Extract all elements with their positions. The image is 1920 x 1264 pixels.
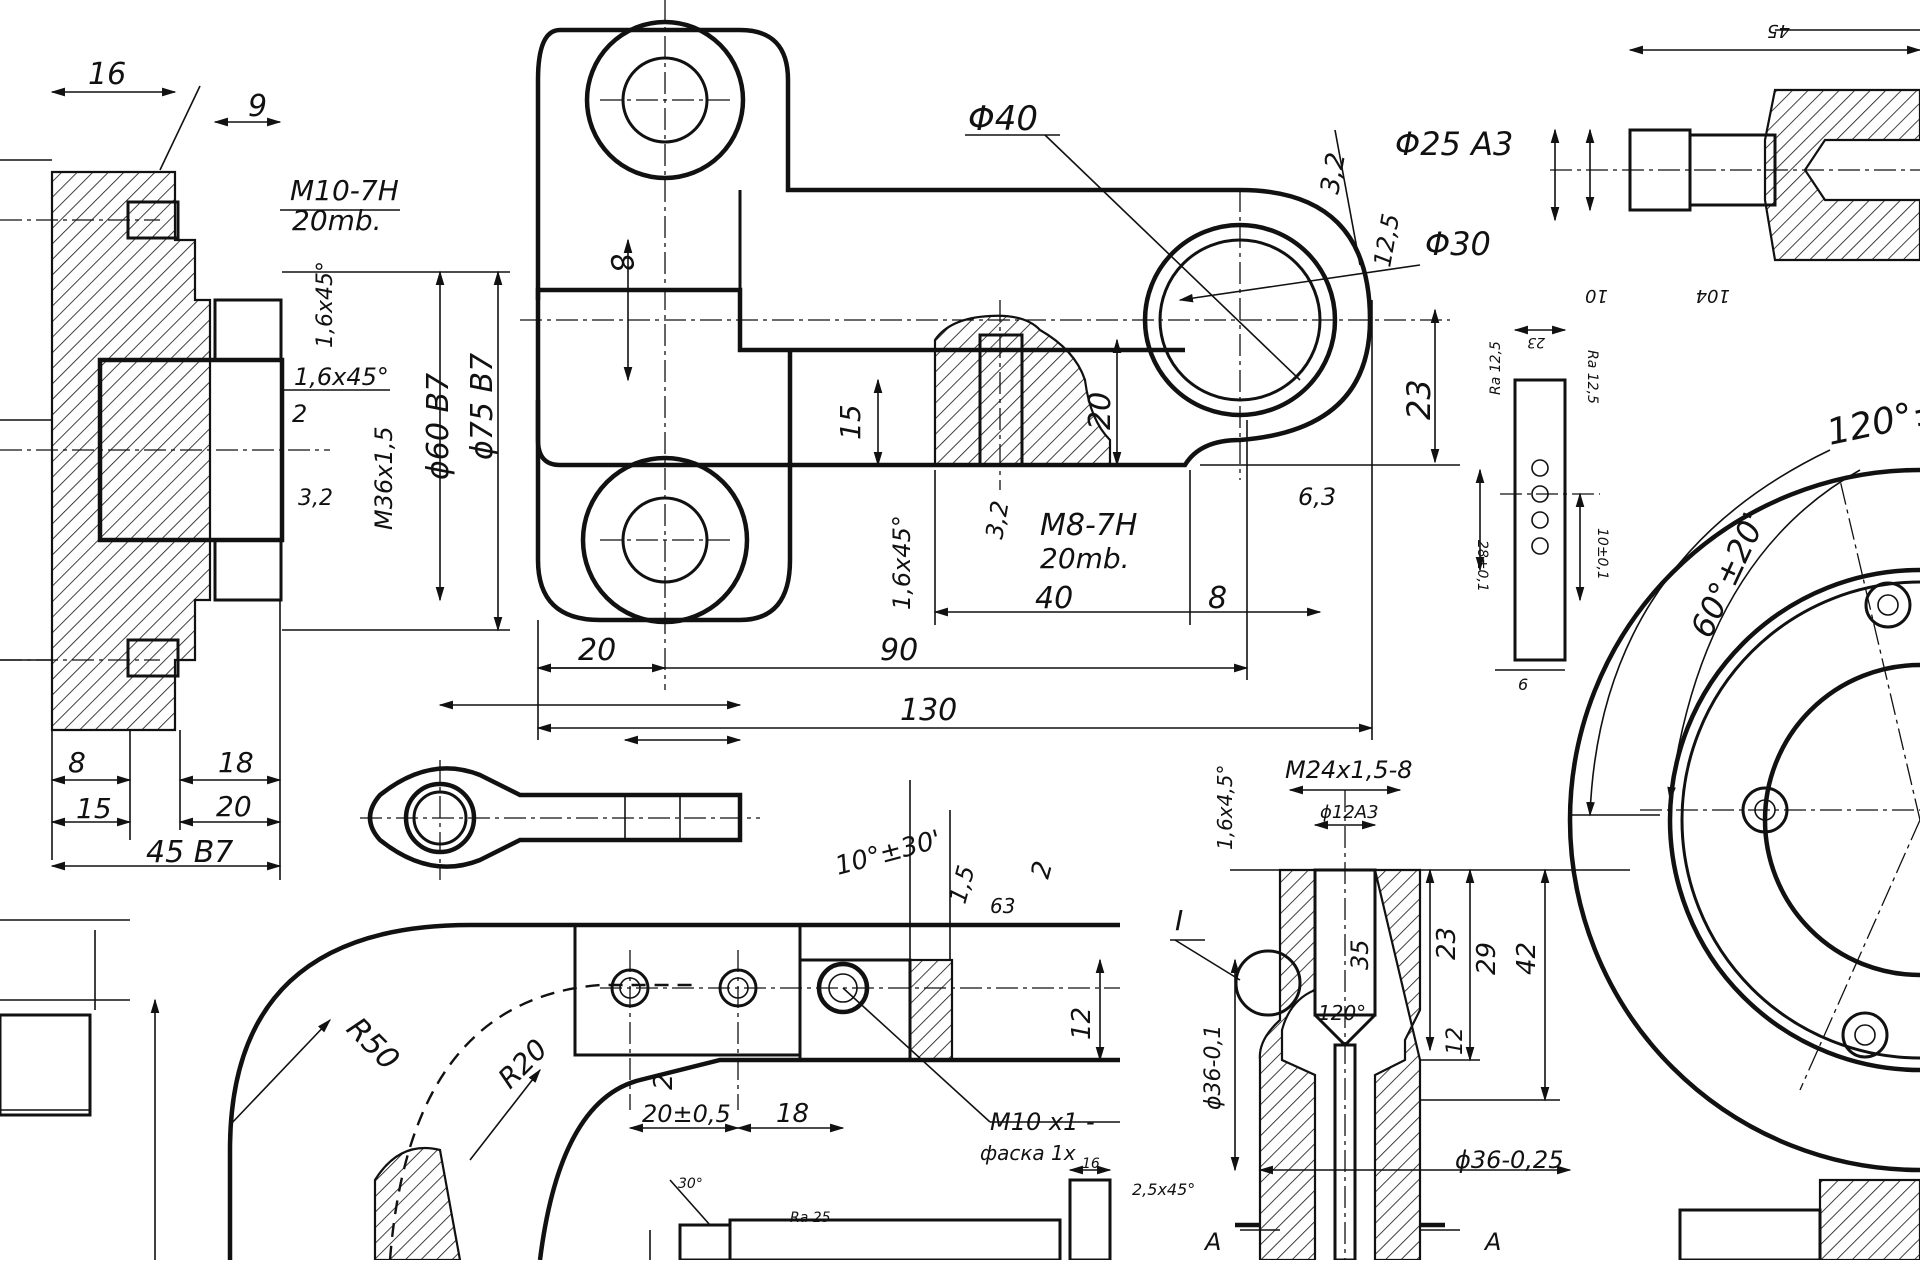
dim-phi12-a3: ϕ12A3 xyxy=(1320,802,1379,823)
dim-20-c: 20 xyxy=(578,633,616,668)
large-flange-part xyxy=(1567,449,1920,1262)
rough-6-3: 6,3 xyxy=(1298,483,1336,511)
section-mark-A1: A xyxy=(1203,1228,1221,1256)
rough-ra-12-5-a: Ra 12,5 xyxy=(1488,341,1504,395)
dim-phi36-025: ϕ36-0,25 xyxy=(1455,1146,1563,1174)
nozzle-fitting-section xyxy=(1170,785,1630,1262)
rough-3-2-c: 3,2 xyxy=(980,499,1014,541)
chamfer-1-6x45-a: 1,6x45° xyxy=(294,363,389,391)
dim-8-c: 8 xyxy=(1208,581,1227,616)
dim-phi40: Φ40 xyxy=(968,99,1038,139)
rough-12-5: 12,5 xyxy=(1368,212,1405,269)
angle-10-30: 10°±30' xyxy=(832,825,944,882)
rough-63: 63 xyxy=(990,894,1015,918)
dim-15-a: 15 xyxy=(76,792,112,825)
dim-8-b: 8 xyxy=(602,250,640,275)
dim-23: 23 xyxy=(1400,379,1438,420)
dim-phi36-01: ϕ36-0,1 xyxy=(1201,1025,1226,1110)
rod-end-part xyxy=(360,700,760,880)
dim-12-b: 12 xyxy=(1443,1027,1468,1055)
detail-mark-I: I xyxy=(1175,904,1183,937)
dim-45-b7: 45 B7 xyxy=(146,835,233,870)
angle-120-20: 120°±20' xyxy=(1823,378,1920,454)
dim-18-b: 18 xyxy=(776,1099,809,1129)
dim-130: 130 xyxy=(900,693,957,728)
dim-35: 35 xyxy=(1346,939,1374,970)
chamfer-2-5x45: 2,5x45° xyxy=(1132,1180,1195,1199)
chamfer-1-6x45-c: 1,6x45° xyxy=(888,515,916,610)
dim-28: 28±0,1 xyxy=(1474,540,1490,592)
plate-with-holes xyxy=(1475,325,1600,671)
dim-23-plate: 23 xyxy=(1527,334,1545,350)
depth-20mb-b: 20mb. xyxy=(1040,542,1130,575)
chamfer-1-6x45-b: 1,6x45° xyxy=(313,261,338,348)
thread-m10x1: M10 x1 - xyxy=(990,1108,1095,1136)
angle-30: 30° xyxy=(678,1176,703,1192)
dim-23-b: 23 xyxy=(1432,927,1462,960)
dim-phi30: Φ30 xyxy=(1425,225,1491,263)
dim-2-a: 2 xyxy=(292,400,307,428)
dim-45-top: 45 xyxy=(1767,20,1790,41)
dim-16: 16 xyxy=(88,57,126,92)
dim-phi60-b7: ϕ60 B7 xyxy=(421,373,456,480)
rough-ra-12-5-b: Ra 12,5 xyxy=(1584,350,1600,404)
dim-40: 40 xyxy=(1035,581,1073,616)
lever-link-part xyxy=(520,0,1460,740)
dim-20-b: 20 xyxy=(1083,392,1118,430)
dim-phi25-a3: Φ25 A3 xyxy=(1395,125,1513,163)
flanged-bushing-section xyxy=(0,85,510,880)
dim-90: 90 xyxy=(880,633,918,668)
dim-phi75-b7: ϕ75 B7 xyxy=(465,353,500,460)
thread-m10-7h: M10-7H xyxy=(290,174,399,207)
shaft-detail-top-right xyxy=(1550,29,1920,262)
dim-2-b: 2 xyxy=(1026,858,1059,882)
dim-20-05: 20±0,5 xyxy=(642,1100,731,1128)
dim-12: 12 xyxy=(1067,1007,1097,1040)
chamfer-1-6x4-5: 1,6x4,5° xyxy=(1213,765,1237,850)
rough-ra-25: Ra 25 xyxy=(790,1210,831,1226)
dim-15-b: 15 xyxy=(834,404,867,440)
dim-10: 10±0,1 xyxy=(1594,528,1610,580)
dim-2-c: 2 xyxy=(649,1073,679,1090)
angle-120: 120° xyxy=(1318,1001,1366,1025)
dim-42: 42 xyxy=(1512,942,1542,975)
radius-r20: R20 xyxy=(492,1033,554,1095)
section-mark-A2: A xyxy=(1483,1228,1501,1256)
small-pin-detail xyxy=(649,1165,1112,1262)
bent-pipe-part xyxy=(0,780,1120,1262)
radius-r50: R50 xyxy=(339,1011,405,1077)
thread-m8-7h: M8-7H xyxy=(1040,508,1137,543)
rough-3-2-b: 3,2 xyxy=(1315,150,1352,196)
dim-29: 29 xyxy=(1472,942,1502,975)
thread-m24: M24x1,5-8 xyxy=(1285,756,1413,784)
dim-18-a: 18 xyxy=(218,746,254,779)
dim-104: 104 xyxy=(1696,285,1730,306)
thread-m36: M36x1,5 xyxy=(370,426,398,530)
dim-16-b: 16 xyxy=(1082,1156,1100,1172)
left-edge-details xyxy=(0,159,130,1010)
dim-10-top: 10 xyxy=(1585,285,1608,306)
rough-3-2-a: 3,2 xyxy=(298,486,333,511)
dim-9: 9 xyxy=(248,89,267,124)
dim-6: 6 xyxy=(1518,675,1528,694)
chamfer-note: фаска 1x xyxy=(980,1141,1076,1165)
dim-8-a: 8 xyxy=(68,746,86,779)
dim-20-a: 20 xyxy=(216,790,252,823)
depth-20mb-a: 20mb. xyxy=(292,204,382,237)
